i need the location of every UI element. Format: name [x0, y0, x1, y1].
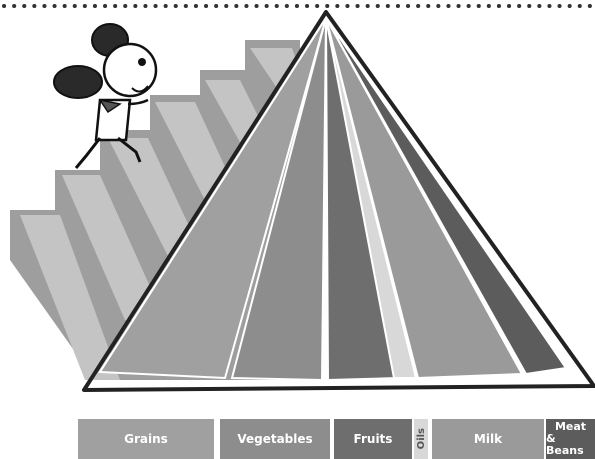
label-meat-line1: Meat: [555, 421, 586, 433]
girl-leg-back: [76, 138, 100, 168]
label-oils: Oils: [414, 419, 428, 459]
label-milk-text: Milk: [474, 432, 502, 446]
label-grains: Grains: [78, 419, 214, 459]
label-fruits-text: Fruits: [354, 432, 393, 446]
label-vegetables-text: Vegetables: [237, 432, 312, 446]
label-meat-line2: & Beans: [546, 433, 595, 457]
label-milk: Milk: [432, 419, 544, 459]
label-grains-text: Grains: [124, 432, 168, 446]
girl-hair-back: [54, 66, 102, 98]
girl-eye: [138, 58, 146, 66]
label-oils-text: Oils: [416, 428, 427, 449]
label-vegetables: Vegetables: [220, 419, 330, 459]
label-fruits: Fruits: [334, 419, 412, 459]
label-meat-beans: Meat & Beans: [546, 419, 595, 459]
girl-head: [104, 44, 156, 96]
